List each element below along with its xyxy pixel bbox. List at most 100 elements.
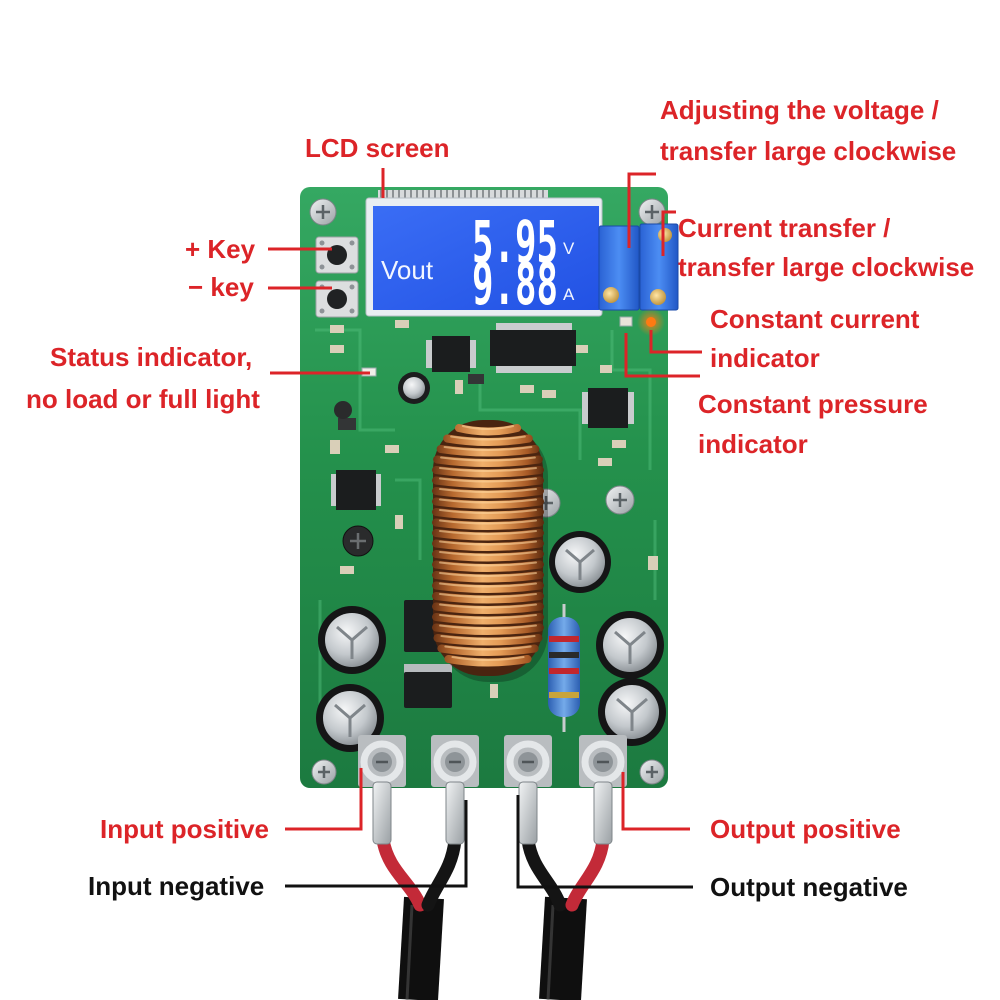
coil-turn xyxy=(432,539,544,551)
screw-slot xyxy=(316,205,330,219)
output-negative-terminal xyxy=(504,735,552,787)
coil-turn xyxy=(432,571,544,583)
pcb-traces xyxy=(315,328,657,720)
lcd-voltage-unit: V xyxy=(563,239,575,258)
output-positive-leader xyxy=(621,772,690,831)
coil-turn xyxy=(444,655,532,667)
inductor-winding xyxy=(432,424,544,667)
smd-resistor xyxy=(340,566,354,574)
coil-turn-highlight xyxy=(439,509,537,514)
callout-leaders xyxy=(268,168,702,889)
led-lens xyxy=(646,317,656,327)
coil-turn xyxy=(432,497,544,509)
trimpot-adjust-screw xyxy=(650,289,666,305)
coil-turn xyxy=(432,529,544,541)
screw-slot xyxy=(318,766,330,778)
switch-corner xyxy=(319,264,325,270)
toroidal-inductor xyxy=(432,420,548,682)
lcd-vout-label: Vout xyxy=(381,255,434,285)
screw-slot xyxy=(646,766,658,778)
coil-turn xyxy=(432,518,544,530)
ic-body xyxy=(432,336,470,372)
current-trimpot xyxy=(639,223,679,311)
status-indicator-label-line2: no load or full light xyxy=(26,384,260,414)
resistor-band xyxy=(549,652,579,658)
constant-pressure-leader xyxy=(624,333,700,378)
coil-turn-highlight xyxy=(439,477,537,483)
output-negative-leader xyxy=(516,795,693,889)
pcb-trace xyxy=(395,478,422,560)
lcd-current-reading: 9.88 xyxy=(472,250,558,318)
constant-pressure-led xyxy=(619,316,633,327)
input-positive-leader xyxy=(285,768,363,831)
lcd-screen-label: LCD screen xyxy=(305,133,450,163)
coil-turn-highlight xyxy=(444,645,532,651)
coil-turn-highlight xyxy=(451,656,525,661)
smd-transistor xyxy=(338,418,356,430)
ic-body xyxy=(588,388,628,428)
trimpot-adjust-screw xyxy=(658,228,672,242)
coil-turn-highlight xyxy=(443,446,533,451)
smd-components xyxy=(330,320,658,698)
coil-turn-highlight xyxy=(439,498,537,504)
coil-turn xyxy=(433,634,543,646)
switch-corner xyxy=(349,284,355,290)
mosfet-tab xyxy=(404,664,452,674)
pcb-trace xyxy=(610,330,652,470)
coil-turn xyxy=(432,613,544,625)
smd-resistor xyxy=(542,390,556,398)
output-positive-terminal xyxy=(579,735,627,787)
smd-transistor xyxy=(468,374,484,384)
coil-turn-highlight xyxy=(440,635,536,640)
mounting-screw xyxy=(309,198,337,226)
plus-key-switch xyxy=(315,236,359,274)
small-electrolytic-capacitor xyxy=(398,372,430,404)
smd-resistor xyxy=(520,385,534,393)
voltage-adjust-label-line1: Adjusting the voltage / xyxy=(660,95,939,125)
mounting-screw xyxy=(638,198,666,226)
ic-chip xyxy=(490,323,576,373)
electrolytic-capacitor xyxy=(318,606,386,674)
screw-slot xyxy=(645,205,659,219)
coil-turn-highlight xyxy=(439,488,537,493)
lcd-header-pins xyxy=(378,190,548,201)
input-negative-wire xyxy=(421,833,462,912)
electrolytic-capacitor xyxy=(598,678,666,746)
capacitor-vent xyxy=(565,548,595,580)
ic-body xyxy=(490,330,576,366)
callout-labels: LCD screen Adjusting the voltage / trans… xyxy=(26,95,974,902)
switch-corner xyxy=(349,264,355,270)
status-indicator-label-line1: Status indicator, xyxy=(50,342,252,372)
smd-resistor xyxy=(385,445,399,453)
electrolytic-capacitor xyxy=(596,611,664,679)
coil-turn xyxy=(432,476,544,488)
coil-turn xyxy=(436,445,540,457)
trimpot-adjust-screw xyxy=(603,287,619,303)
power-resistor xyxy=(548,604,580,732)
coil-turn-highlight xyxy=(450,435,526,441)
switch-corner xyxy=(349,308,355,314)
voltage-adjust-label-line2: transfer large clockwise xyxy=(660,136,956,166)
coil-turn-highlight xyxy=(439,593,537,598)
coil-turn xyxy=(432,487,544,499)
coil-turn-highlight xyxy=(439,551,537,556)
input-cable xyxy=(376,833,462,1000)
mosfet-body xyxy=(404,672,452,708)
coil-turn xyxy=(432,623,544,635)
mosfet xyxy=(404,664,452,708)
output-negative-label: Output negative xyxy=(710,872,908,902)
voltage-trimpot xyxy=(598,225,640,311)
resistor-band xyxy=(549,668,579,674)
coil-turn-highlight xyxy=(439,603,537,609)
coil-turn xyxy=(432,466,544,478)
coil-turn-highlight xyxy=(439,561,537,567)
input-positive-wire xyxy=(376,833,427,912)
black-screw xyxy=(342,525,374,557)
crimp-terminals xyxy=(372,781,613,845)
lcd-voltage-reading: 5.95 xyxy=(472,208,558,276)
coil-turn-highlight xyxy=(439,624,537,630)
coil-turn xyxy=(432,592,544,604)
lcd-display xyxy=(373,206,599,310)
input-positive-label: Input positive xyxy=(100,814,269,844)
terminal-ring xyxy=(360,740,404,784)
